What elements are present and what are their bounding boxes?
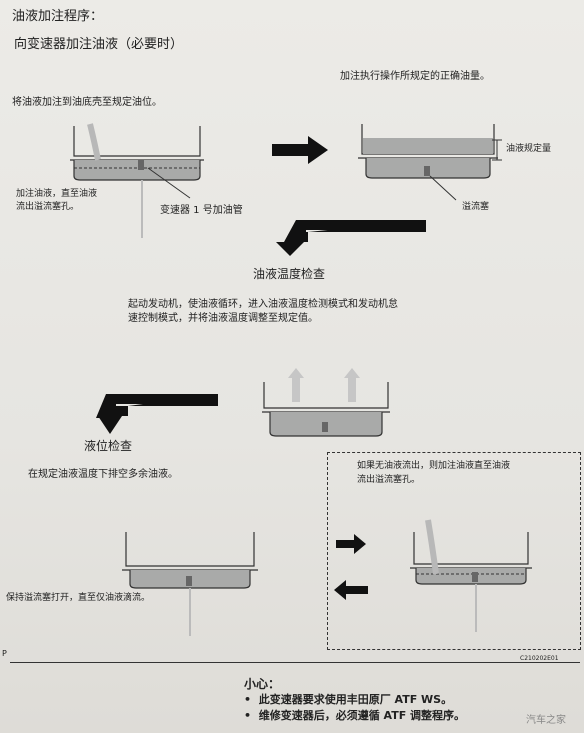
temp-check-heading: 油液温度检查 (253, 267, 326, 281)
fluid-level-label: 油液规定量 (506, 144, 552, 154)
down-left-arrow-icon (276, 220, 426, 256)
divider-rule (10, 662, 580, 663)
loop-left-arrow-icon (334, 580, 368, 600)
level-check-heading: 液位检查 (84, 439, 133, 453)
caution-item-2: • 维修变速器后，必须遵循 ATF 调整程序。 (244, 709, 466, 722)
no-flow-note-line1: 如果无油液流出，则加注油液直至油液 (357, 461, 511, 471)
fill-note-line2: 流出溢流塞孔。 (16, 202, 80, 212)
step1-pan-diagram (70, 123, 204, 238)
figure-code: C210202E01 (520, 655, 559, 662)
drain-pan-diagram (122, 532, 258, 636)
temp-check-desc-line2: 速控制模式，并将油液温度调整至规定值。 (128, 313, 318, 324)
level-check-instruction: 在规定油液温度下排空多余油液。 (28, 469, 178, 480)
filler-tube-label: 变速器 1 号加油管 (160, 205, 243, 216)
left-bent-arrow-icon (96, 394, 218, 434)
step2-pan-diagram (358, 124, 502, 201)
section-subtitle: 向变速器加注油液（必要时） (14, 37, 184, 52)
caution-item-1-text: 此变速器要求使用丰田原厂 ATF WS。 (258, 693, 453, 706)
right-arrow-icon (272, 136, 328, 164)
step2-instruction: 加注执行操作所规定的正确油量。 (340, 71, 490, 82)
caution-heading: 小心： (244, 677, 281, 691)
overflow-plug-label: 溢流塞 (462, 202, 490, 212)
temp-check-pan-diagram (262, 368, 390, 437)
watermark: 汽车之家 (526, 715, 566, 726)
page-title: 油液加注程序： (12, 9, 104, 24)
refill-pan-diagram (410, 519, 532, 632)
temp-check-desc-line1: 起动发动机，使油液循环，进入油液温度检测模式和发动机怠 (128, 299, 398, 310)
no-flow-callout-box (327, 452, 581, 650)
page-mark: P (2, 649, 7, 658)
caution-item-1: • 此变速器要求使用丰田原厂 ATF WS。 (244, 693, 453, 706)
step1-instruction: 将油液加注到油底壳至规定油位。 (12, 97, 162, 108)
caution-item-2-text: 维修变速器后，必须遵循 ATF 调整程序。 (258, 709, 466, 722)
fill-note-line1: 加注油液，直至油液 (16, 189, 98, 199)
no-flow-note-line2: 流出溢流塞孔。 (357, 475, 421, 485)
drain-note: 保持溢流塞打开，直至仅油液滴流。 (6, 593, 151, 603)
loop-right-arrow-icon (336, 534, 366, 554)
